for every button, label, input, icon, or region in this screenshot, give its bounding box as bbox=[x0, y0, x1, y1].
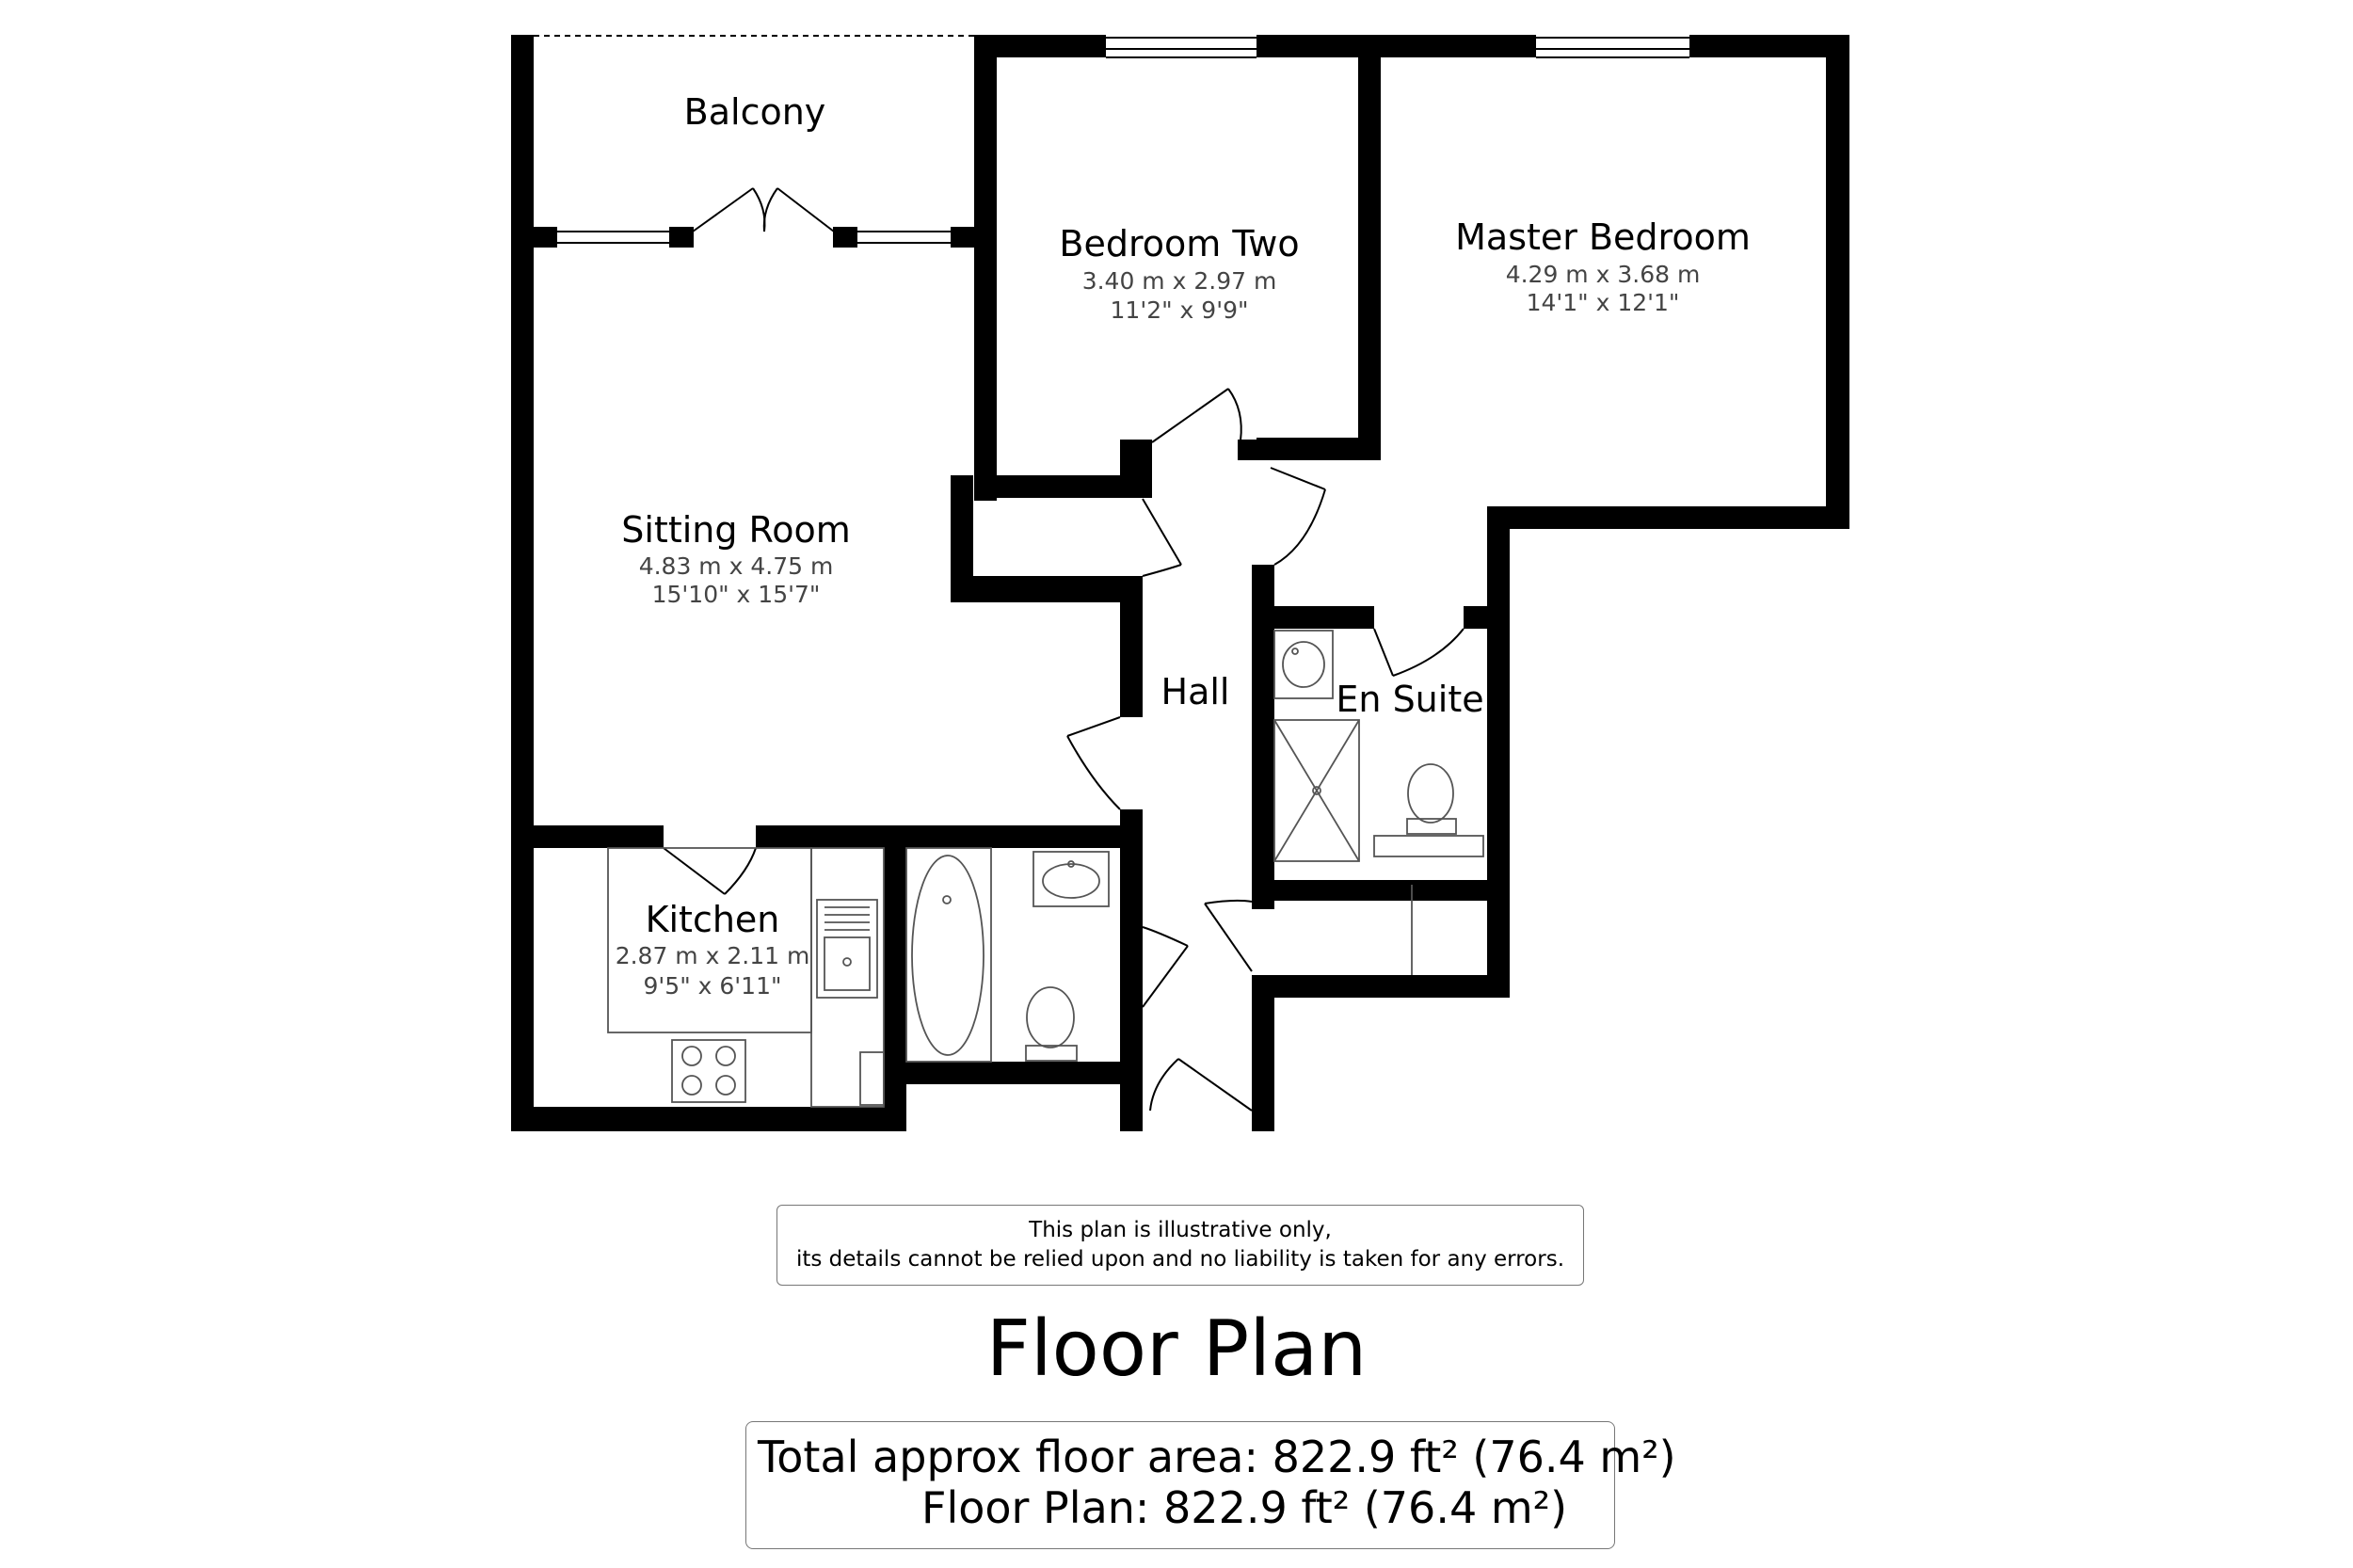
disclaimer-box: This plan is illustrative only, its deta… bbox=[776, 1205, 1584, 1286]
disclaimer-line-1: This plan is illustrative only, bbox=[1029, 1218, 1332, 1242]
plan-title: Floor Plan bbox=[985, 1304, 1368, 1394]
room-labels: Balcony Bedroom Two 3.40 m x 2.97 m 11'2… bbox=[616, 91, 1751, 1000]
doors bbox=[663, 187, 1465, 1112]
windows bbox=[533, 35, 1689, 248]
master-bedroom-dim-ft: 14'1" x 12'1" bbox=[1527, 289, 1680, 316]
kitchen-label: Kitchen bbox=[646, 899, 780, 940]
fixtures bbox=[607, 630, 1484, 1108]
sitting-room-dim-m: 4.83 m x 4.75 m bbox=[639, 552, 834, 580]
kitchen-dim-m: 2.87 m x 2.11 m bbox=[616, 942, 810, 969]
sitting-room-dim-ft: 15'10" x 15'7" bbox=[652, 581, 821, 608]
disclaimer-line-2: its details cannot be relied upon and no… bbox=[795, 1247, 1565, 1272]
balcony-label: Balcony bbox=[684, 91, 826, 133]
master-bedroom-dim-m: 4.29 m x 3.68 m bbox=[1506, 261, 1701, 288]
hall-label: Hall bbox=[1161, 671, 1230, 712]
total-floor-area: Total approx floor area: 822.9 ft² (76.4… bbox=[758, 1432, 1676, 1482]
kitchen-dim-ft: 9'5" x 6'11" bbox=[644, 972, 782, 1000]
en-suite-label: En Suite bbox=[1336, 679, 1483, 720]
floor-area-box: Total approx floor area: 822.9 ft² (76.4… bbox=[745, 1421, 1676, 1549]
walls bbox=[511, 35, 1849, 1131]
bedroom-two-dim-m: 3.40 m x 2.97 m bbox=[1082, 267, 1277, 295]
master-bedroom-label: Master Bedroom bbox=[1455, 216, 1751, 258]
floor-plan-area: Floor Plan: 822.9 ft² (76.4 m²) bbox=[921, 1482, 1568, 1533]
bedroom-two-label: Bedroom Two bbox=[1059, 223, 1299, 264]
bedroom-two-dim-ft: 11'2" x 9'9" bbox=[1111, 296, 1249, 324]
sitting-room-label: Sitting Room bbox=[621, 509, 851, 551]
